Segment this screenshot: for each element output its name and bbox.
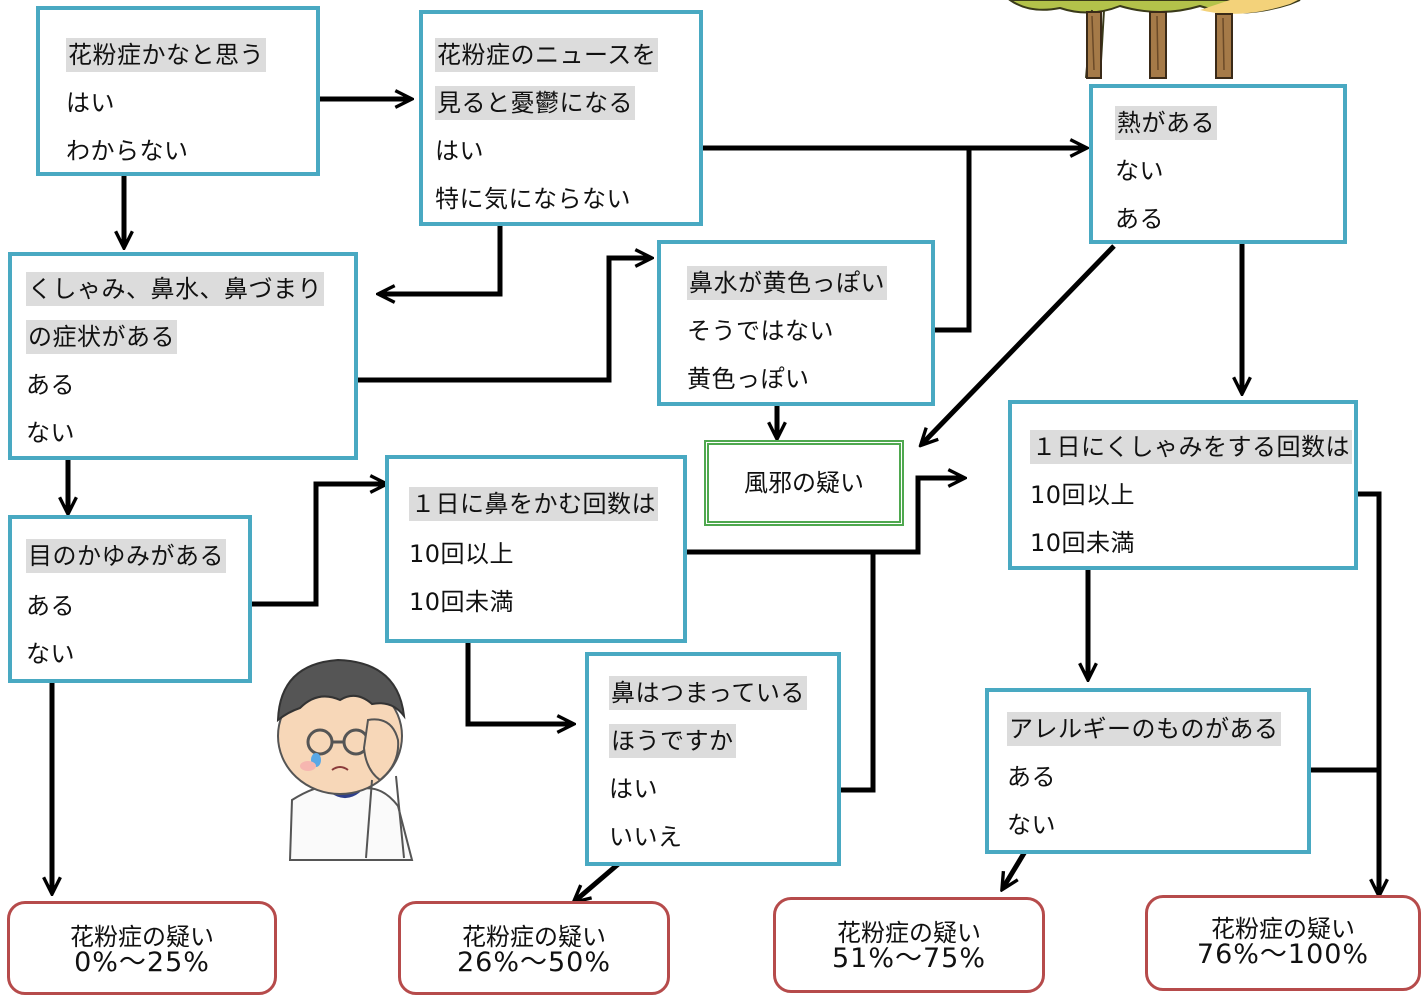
cold-suspicion-box: 風邪の疑い xyxy=(704,440,904,526)
answer-yes: はい xyxy=(609,775,658,803)
answer-unknown: わからない xyxy=(66,137,189,165)
question-title-line2: ほうですか xyxy=(609,724,736,758)
question-title-line1: 鼻はつまっている xyxy=(609,676,807,710)
question-title: 熱がある xyxy=(1115,106,1217,140)
answer-yes: はい xyxy=(435,137,484,165)
result-label: 花粉症の疑い xyxy=(837,919,981,947)
answer-not-much: 特に気にならない xyxy=(435,185,631,213)
question-title: １日にくしゃみをする回数は xyxy=(1030,430,1353,464)
question-title: １日に鼻をかむ回数は xyxy=(409,487,658,521)
answer-no: ない xyxy=(1115,157,1164,185)
question-box-fever: 熱がある ない ある xyxy=(1089,84,1347,244)
answer-no: ない xyxy=(1007,811,1056,839)
answer-yes: 黄色っぽい xyxy=(687,365,810,393)
question-box-symptoms: くしゃみ、鼻水、鼻づまり の症状がある ある ない xyxy=(8,252,358,460)
question-title-line1: 花粉症のニュースを xyxy=(435,38,659,72)
question-box-allergy: アレルギーのものがある ある ない xyxy=(985,688,1311,854)
question-box-sneeze-count: １日にくしゃみをする回数は 10回以上 10回未満 xyxy=(1008,400,1358,570)
question-title: 目のかゆみがある xyxy=(26,539,226,573)
question-box-stuffy-nose: 鼻はつまっている ほうですか はい いいえ xyxy=(585,652,841,866)
question-box-news-depressing: 花粉症のニュースを 見ると憂鬱になる はい 特に気にならない xyxy=(419,10,703,226)
cold-suspicion-label: 風邪の疑い xyxy=(744,469,864,497)
question-title: アレルギーのものがある xyxy=(1007,712,1281,746)
answer-no: いいえ xyxy=(609,823,683,851)
answer-no: そうではない xyxy=(687,317,834,345)
result-box-0-25: 花粉症の疑い 0%～25% xyxy=(7,901,277,995)
answer-more: 10回以上 xyxy=(1030,481,1136,509)
question-title-line2: 見ると憂鬱になる xyxy=(435,86,635,120)
question-title: 花粉症かなと思う xyxy=(66,38,266,72)
result-box-26-50: 花粉症の疑い 26%～50% xyxy=(398,901,670,995)
question-box-yellow-mucus: 鼻水が黄色っぽい そうではない 黄色っぽい xyxy=(657,240,935,406)
result-label: 花粉症の疑い xyxy=(70,923,214,951)
result-range: 51%～75% xyxy=(831,943,987,974)
question-title: 鼻水が黄色っぽい xyxy=(687,266,887,300)
answer-yes: ある xyxy=(26,371,75,399)
result-box-51-75: 花粉症の疑い 51%～75% xyxy=(773,897,1045,993)
answer-more: 10回以上 xyxy=(409,540,515,568)
answer-no: ない xyxy=(26,640,75,668)
boy-illustration xyxy=(276,658,414,861)
question-title-line2: の症状がある xyxy=(26,320,177,354)
result-label: 花粉症の疑い xyxy=(1211,915,1355,943)
question-title-line1: くしゃみ、鼻水、鼻づまり xyxy=(26,272,324,306)
result-range: 0%～25% xyxy=(74,947,210,978)
result-range: 26%～50% xyxy=(456,947,612,978)
answer-less: 10回未満 xyxy=(409,588,515,616)
answer-yes: はい xyxy=(66,89,115,117)
question-box-itchy-eyes: 目のかゆみがある ある ない xyxy=(8,515,252,683)
result-range: 76%～100% xyxy=(1196,939,1370,970)
result-box-76-100: 花粉症の疑い 76%～100% xyxy=(1145,895,1421,991)
answer-yes: ある xyxy=(26,592,75,620)
answer-less: 10回未満 xyxy=(1030,529,1136,557)
answer-yes: ある xyxy=(1115,205,1164,233)
answer-no: ない xyxy=(26,419,75,447)
tree-illustration xyxy=(1008,0,1301,79)
question-box-nose-blowing-count: １日に鼻をかむ回数は 10回以上 10回未満 xyxy=(385,455,687,643)
question-box-hay-fever-thought: 花粉症かなと思う はい わからない xyxy=(36,6,320,176)
result-label: 花粉症の疑い xyxy=(462,923,606,951)
answer-yes: ある xyxy=(1007,763,1056,791)
